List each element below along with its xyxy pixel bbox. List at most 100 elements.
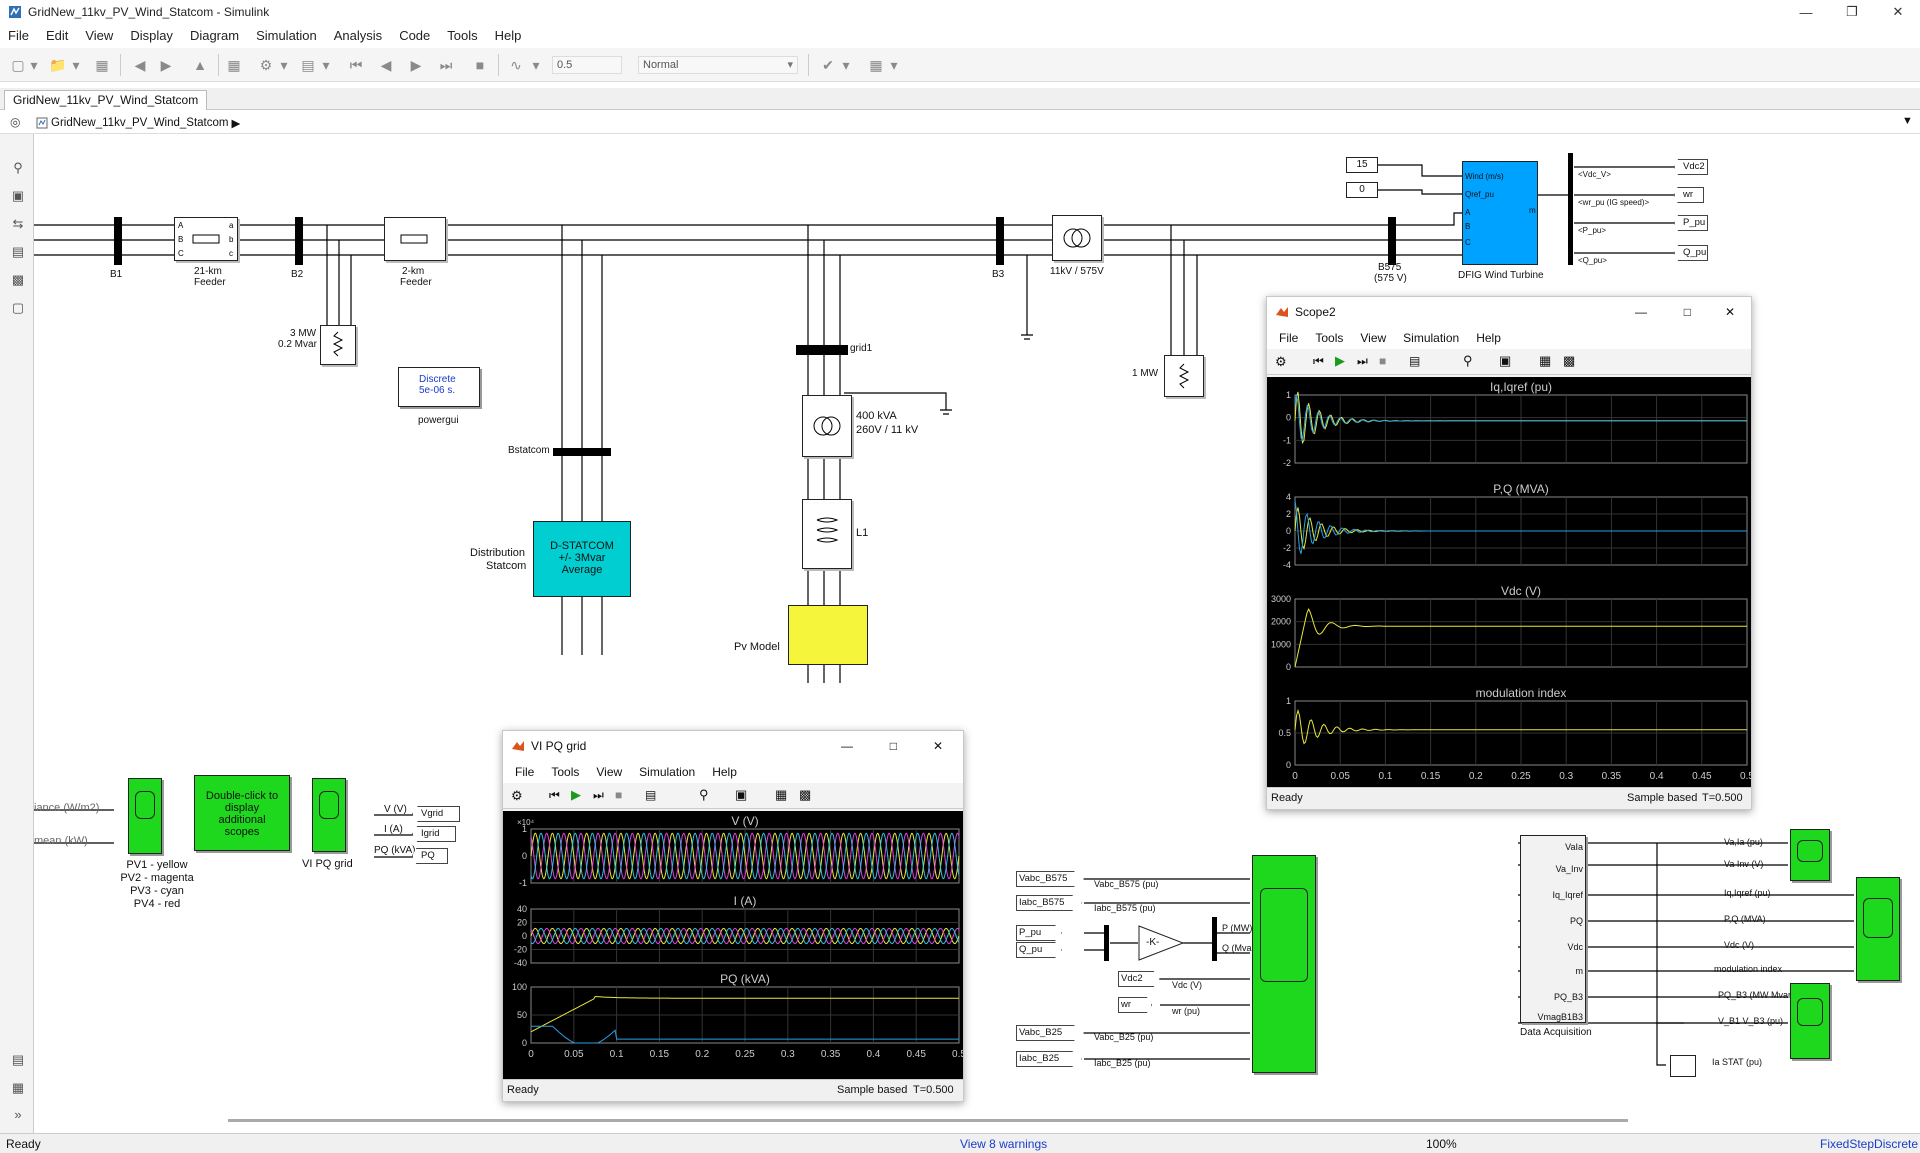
trigger-icon[interactable]: ▦ bbox=[1539, 353, 1552, 368]
horizontal-scrollbar[interactable] bbox=[228, 1119, 1628, 1122]
bus-grid1[interactable] bbox=[796, 345, 848, 355]
advisor-dropdown-icon[interactable]: ▾ bbox=[842, 56, 850, 73]
from-vdc2[interactable]: Vdc2 bbox=[1118, 971, 1160, 987]
back-icon[interactable]: ◀ bbox=[134, 56, 146, 73]
stop-icon[interactable]: ■ bbox=[1379, 354, 1387, 368]
step-backward-icon[interactable]: ◀ bbox=[380, 56, 392, 73]
save-icon[interactable]: ▦ bbox=[95, 56, 109, 73]
autoscale-icon[interactable]: ▣ bbox=[1499, 353, 1512, 368]
transformer-11kv-575v[interactable] bbox=[1052, 215, 1102, 261]
scope2-menu-help[interactable]: Help bbox=[1476, 331, 1501, 345]
highlight-icon[interactable]: ▤ bbox=[645, 788, 657, 802]
goto-wr[interactable]: wr bbox=[1674, 187, 1704, 203]
fit-view-icon[interactable]: ▣ bbox=[11, 188, 25, 203]
library-browser-icon[interactable]: ▦ bbox=[227, 56, 241, 73]
step-forward-icon[interactable]: ⏭ bbox=[593, 788, 604, 802]
dfig-wind-turbine-block[interactable]: Wind (m/s) Qref_pu A B C m bbox=[1462, 161, 1538, 265]
vipq-menu-help[interactable]: Help bbox=[712, 765, 737, 779]
bus-b575[interactable] bbox=[1388, 217, 1396, 265]
from-iabc-b25[interactable]: Iabc_B25 bbox=[1016, 1051, 1082, 1067]
inductor-l1[interactable] bbox=[802, 499, 852, 569]
transformer-400kva[interactable] bbox=[802, 395, 852, 457]
pv-model-block[interactable] bbox=[788, 605, 868, 665]
feeder-2km-block[interactable] bbox=[384, 217, 446, 261]
powergui-block[interactable]: Discrete 5e-06 s. bbox=[398, 367, 480, 407]
breadcrumb-model[interactable]: GridNew_11kv_PV_Wind_Statcom bbox=[51, 117, 229, 129]
scope2-menu-tools[interactable]: Tools bbox=[1315, 331, 1344, 345]
menu-tools[interactable]: Tools bbox=[447, 27, 478, 43]
scope-control-block[interactable] bbox=[1856, 877, 1900, 981]
menu-code[interactable]: Code bbox=[399, 27, 431, 43]
bus-b3[interactable] bbox=[996, 217, 1004, 265]
from-wr[interactable]: wr bbox=[1118, 997, 1152, 1013]
scope2-close[interactable]: ✕ bbox=[1724, 305, 1735, 319]
menu-help[interactable]: Help bbox=[494, 27, 522, 43]
expand-icon[interactable]: » bbox=[14, 1106, 22, 1122]
gear-icon[interactable]: ⚙ bbox=[1275, 354, 1287, 369]
vipq-menu-tools[interactable]: Tools bbox=[551, 765, 580, 779]
measure-icon[interactable]: ▩ bbox=[1563, 353, 1576, 368]
zoom-icon[interactable]: ⚲ bbox=[13, 160, 23, 175]
step-forward-icon[interactable]: ⏭ bbox=[1357, 354, 1368, 368]
scope2-menu-view[interactable]: View bbox=[1360, 331, 1387, 345]
from-pq[interactable]: PQ bbox=[412, 848, 448, 864]
stop-icon[interactable]: ■ bbox=[615, 788, 623, 802]
demux-pq[interactable] bbox=[1212, 917, 1217, 961]
address-dropdown-icon[interactable]: ▼ bbox=[1902, 115, 1913, 127]
image-icon[interactable]: ▩ bbox=[11, 272, 25, 287]
step-back-icon[interactable]: ⏮ bbox=[549, 788, 560, 802]
menu-edit[interactable]: Edit bbox=[45, 27, 69, 43]
stop-time-input[interactable]: 0.5 bbox=[552, 56, 622, 74]
inspector-dropdown-icon[interactable]: ▾ bbox=[532, 56, 540, 73]
vipq-close[interactable]: ✕ bbox=[932, 739, 943, 753]
hide-browser-icon[interactable]: ◎ bbox=[10, 115, 21, 129]
open-icon[interactable]: 📁 bbox=[49, 56, 67, 73]
vipq-menu-simulation[interactable]: Simulation bbox=[639, 765, 696, 779]
measure-icon[interactable]: ▩ bbox=[799, 787, 812, 802]
open-dropdown-icon[interactable]: ▾ bbox=[72, 56, 80, 73]
up-icon[interactable]: ▲ bbox=[193, 57, 207, 73]
area-icon[interactable]: ▢ bbox=[11, 300, 25, 315]
gear-icon[interactable]: ⚙ bbox=[511, 788, 523, 803]
run-icon[interactable]: ▶ bbox=[1335, 353, 1345, 368]
zoom-icon[interactable]: ⚲ bbox=[699, 787, 709, 802]
bus-b1[interactable] bbox=[114, 217, 122, 265]
bus-b2[interactable] bbox=[295, 217, 303, 265]
selector-block[interactable] bbox=[1670, 1055, 1696, 1077]
scope2-maximize[interactable]: □ bbox=[1683, 305, 1691, 319]
tab-model[interactable]: GridNew_11kv_PV_Wind_Statcom bbox=[4, 90, 208, 110]
screenshot-icon[interactable]: ▤ bbox=[11, 1052, 25, 1067]
run-icon[interactable]: ▶ bbox=[410, 56, 422, 73]
qref-constant[interactable]: 0 bbox=[1346, 182, 1378, 198]
simulation-mode-select[interactable]: Normal▾ bbox=[638, 56, 798, 74]
bus-bstatcom[interactable] bbox=[553, 448, 611, 456]
pv-scope-block[interactable] bbox=[128, 778, 162, 854]
explorer-bar-icon[interactable]: ▦ bbox=[11, 1080, 25, 1095]
step-back-icon[interactable]: ⏮ bbox=[1313, 354, 1324, 368]
goto-q-pu[interactable]: Q_pu bbox=[1674, 245, 1708, 261]
run-icon[interactable]: ▶ bbox=[571, 787, 581, 802]
step-back-icon[interactable]: ⏮ bbox=[349, 56, 363, 73]
forward-icon[interactable]: ▶ bbox=[160, 56, 172, 73]
scope-b3-block[interactable] bbox=[1790, 983, 1830, 1059]
wind-speed-constant[interactable]: 15 bbox=[1346, 157, 1378, 173]
restore-button[interactable]: ❐ bbox=[1846, 4, 1858, 19]
scope2-menu-simulation[interactable]: Simulation bbox=[1403, 331, 1460, 345]
gain-block[interactable]: -K- bbox=[1138, 925, 1185, 961]
bus-selector[interactable] bbox=[1568, 153, 1573, 265]
settings-dropdown-icon[interactable]: ▾ bbox=[280, 56, 288, 73]
from-vabc-b575[interactable]: Vabc_B575 bbox=[1016, 871, 1084, 887]
stop-icon[interactable]: ■ bbox=[475, 57, 485, 73]
data-acquisition-block[interactable]: VaIa Va_Inv Iq_Iqref PQ Vdc m PQ_B3 Vmag… bbox=[1520, 835, 1586, 1023]
trigger-icon[interactable]: ▦ bbox=[775, 787, 788, 802]
load-1mw-block[interactable] bbox=[1164, 355, 1204, 397]
highlight-icon[interactable]: ▤ bbox=[1409, 354, 1421, 368]
from-iabc-b575[interactable]: Iabc_B575 bbox=[1016, 895, 1082, 911]
model-explorer-icon[interactable]: ▤ bbox=[301, 56, 315, 73]
from-q-pu[interactable]: Q_pu bbox=[1016, 942, 1062, 958]
scope2-minimize[interactable]: — bbox=[1635, 305, 1647, 319]
goto-p-pu[interactable]: P_pu bbox=[1674, 215, 1708, 231]
menu-diagram[interactable]: Diagram bbox=[189, 27, 240, 43]
from-vabc-b25[interactable]: Vabc_B25 bbox=[1016, 1025, 1084, 1041]
